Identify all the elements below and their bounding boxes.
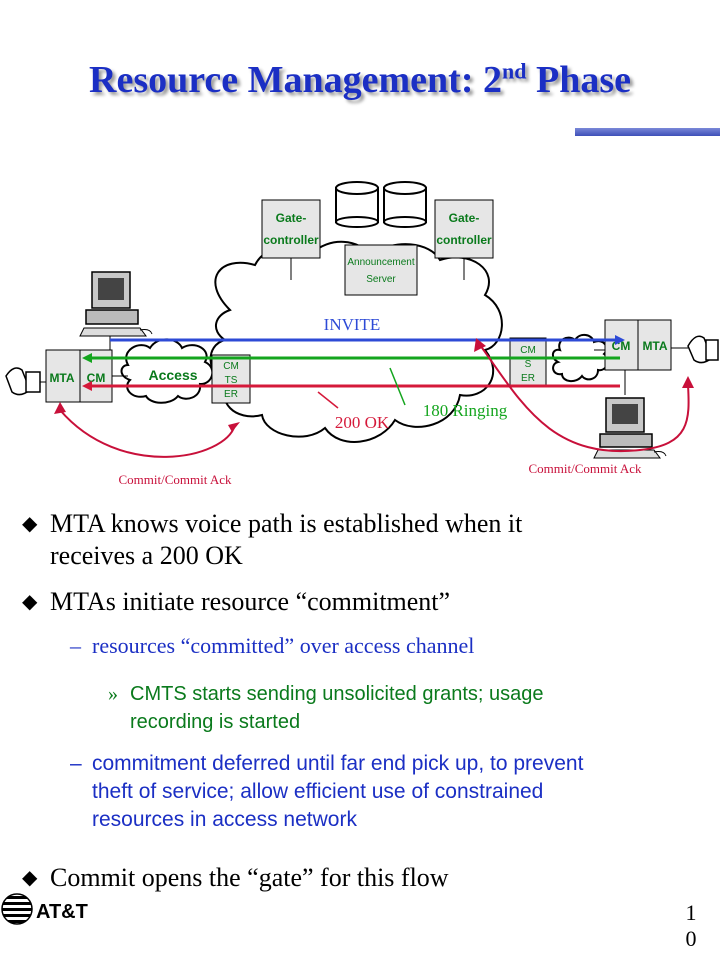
- announcement-label-1: Announcement: [347, 257, 414, 268]
- dash-bullet-icon: –: [70, 633, 81, 658]
- att-logo-text: AT&T: [36, 901, 88, 923]
- telephone-icon-right: [671, 335, 719, 364]
- bullet-2: ◆ MTAs initiate resource “commitment”: [22, 587, 451, 616]
- announcement-label-2: Server: [366, 274, 396, 285]
- commit-left-label: Commit/Commit Ack: [118, 472, 232, 487]
- gate-controller-left-label-1: Gate-: [276, 211, 307, 225]
- gate-controller-right-label-1: Gate-: [449, 211, 480, 225]
- gate-controller-right-box: [434, 199, 494, 259]
- mta-left-label: MTA: [49, 371, 74, 385]
- cmts-left-label-1: CM: [223, 361, 239, 372]
- title-divider: [575, 128, 720, 136]
- gate-controller-left-label-2: controller: [263, 233, 319, 247]
- computer-icon-right: [593, 397, 667, 459]
- att-logo: AT&T: [1, 893, 88, 925]
- gate-controller-left-box: [261, 199, 321, 259]
- diamond-bullet-icon: ◆: [22, 591, 38, 613]
- database-icon: [335, 181, 379, 228]
- cmts-right-label-3: ER: [521, 373, 535, 384]
- network-diagram: Gate- controller Gate- controller Announ…: [5, 181, 719, 487]
- commit-curve-left: [59, 409, 236, 458]
- diamond-bullet-icon: ◆: [22, 513, 38, 535]
- cmts-left-label-3: ER: [224, 389, 238, 400]
- bullet-1: ◆ MTA knows voice path is established wh…: [22, 509, 523, 570]
- ringing-180-label: 180 Ringing: [423, 401, 508, 420]
- mta-right-label: MTA: [642, 339, 667, 353]
- title-main: Resource Management: 2: [89, 59, 502, 101]
- title-superscript: nd: [502, 58, 527, 84]
- cmts-left-label-2: TS: [225, 375, 238, 386]
- database-icon: [383, 181, 427, 228]
- dash-bullet-icon: –: [70, 752, 82, 775]
- sub-bullet-1: – resources “committed” over access chan…: [70, 633, 475, 658]
- announcement-server-box: [344, 244, 418, 296]
- slide-title: Resource Management: 2nd Phase: [0, 58, 720, 102]
- sub-bullet-2: – commitment deferred until far end pick…: [70, 752, 584, 831]
- access-label: Access: [148, 367, 197, 383]
- page-number: 1 0: [685, 900, 697, 951]
- gate-controller-right-label-2: controller: [436, 233, 492, 247]
- cmts-left-box: [211, 354, 251, 404]
- computer-icon-left: [79, 271, 153, 337]
- commit-curve-right: [479, 344, 690, 453]
- cmts-right-label-1: CM: [520, 345, 536, 356]
- title-end: Phase: [526, 59, 631, 101]
- bullet-3: ◆ Commit opens the “gate” for this flow: [22, 863, 449, 892]
- chevron-bullet-icon: »: [108, 683, 118, 705]
- ok-200-label: 200 OK: [335, 413, 390, 432]
- cmts-right-box: [509, 337, 547, 387]
- commit-right-label: Commit/Commit Ack: [528, 461, 642, 476]
- cmts-right-label-2: S: [525, 359, 532, 370]
- invite-label: INVITE: [324, 315, 381, 334]
- telephone-icon-left: [5, 367, 46, 396]
- diamond-bullet-icon: ◆: [22, 867, 38, 889]
- sub-sub-bullet-1: » CMTS starts sending unsolicited grants…: [108, 680, 690, 736]
